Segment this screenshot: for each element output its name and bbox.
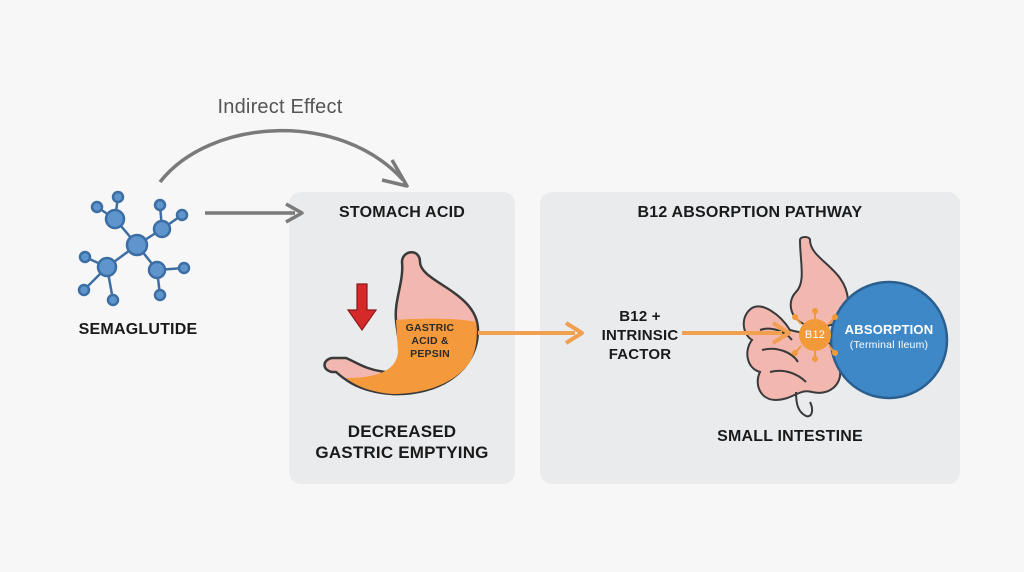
small-intestine-label: SMALL INTESTINE xyxy=(717,428,863,445)
semaglutide-to-stomach-arrowhead xyxy=(285,202,304,224)
b12-to-absorption-arrowhead xyxy=(771,321,791,345)
indirect-effect-arrow xyxy=(158,129,405,184)
indirect-effect-arrowhead xyxy=(381,159,409,188)
absorption-subtitle: (Terminal Ileum) xyxy=(849,339,929,351)
gastric-acid-label: GASTRIC ACID & PEPSIN xyxy=(405,322,455,360)
b12-pathway-title: B12 ABSORPTION PATHWAY xyxy=(637,204,863,221)
absorption-circle xyxy=(829,280,949,400)
indirect-effect-label: Indirect Effect xyxy=(217,96,343,118)
b12-badge-icon xyxy=(792,308,838,362)
decreased-gastric-emptying-label: DECREASED GASTRIC EMPTYING xyxy=(315,422,489,462)
semaglutide-label: SEMAGLUTIDE xyxy=(78,321,198,338)
absorption-title: ABSORPTION xyxy=(844,322,934,337)
down-arrow-icon xyxy=(346,283,378,332)
stomach-acid-title: STOMACH ACID xyxy=(339,204,465,221)
b12-badge-label: B12 xyxy=(804,329,826,341)
stomach-to-b12-arrowhead xyxy=(564,321,584,345)
stomach-illustration xyxy=(323,251,480,396)
molecule-icon xyxy=(77,190,191,307)
small-intestine-illustration xyxy=(742,236,850,418)
b12-intrinsic-factor-label: B12 + INTRINSIC FACTOR xyxy=(601,308,679,363)
